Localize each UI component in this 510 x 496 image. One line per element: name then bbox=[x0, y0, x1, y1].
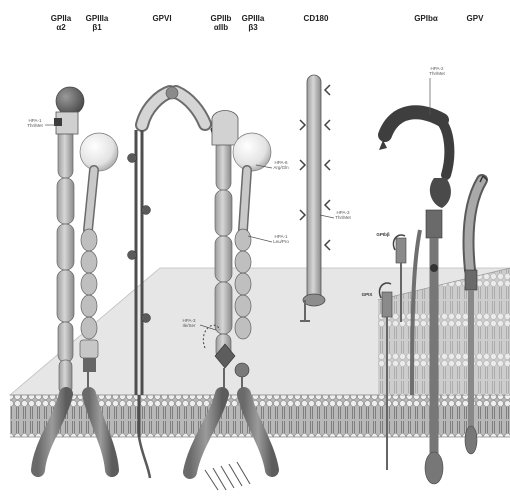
annotation-line: Arg/Gln bbox=[268, 165, 294, 170]
annotation-hpa-alpha2: HPA-1 Thr/Met bbox=[22, 118, 48, 128]
header-gpIIIa-beta1: GPIIIa β1 bbox=[80, 14, 114, 32]
header-gpIIIa2-name: GPIIIa bbox=[236, 14, 270, 23]
header-gpIba-name: GPIbα bbox=[408, 14, 444, 23]
header-gpvi: GPVI bbox=[145, 14, 179, 23]
header-gpIIa: GPIIa α2 bbox=[46, 14, 76, 32]
header-gpvi-name: GPVI bbox=[145, 14, 179, 23]
header-gpIba: GPIbα bbox=[408, 14, 444, 23]
annotation-hpa-alphaIIb: HPA-3 Ile/Ser bbox=[176, 318, 202, 328]
annotation-hpa-beta3-head: HPA-6 Arg/Gln bbox=[268, 160, 294, 170]
header-beta3: β3 bbox=[236, 23, 270, 32]
alpha2-i-domain bbox=[56, 87, 84, 115]
annotation-line: Leu/Pro bbox=[268, 239, 294, 244]
header-beta1: β1 bbox=[80, 23, 114, 32]
annotation-line: Thr/Met bbox=[424, 71, 450, 76]
annotation-hpa-beta3-stalk: HPA-1 Leu/Pro bbox=[268, 234, 294, 244]
header-gpIIIa-name: GPIIIa bbox=[80, 14, 114, 23]
header-gpIIb-name: GPIIb bbox=[206, 14, 236, 23]
annotation-line: Thr/Met bbox=[330, 215, 356, 220]
annotation-hpa-cd180: HPA-3 Thr/Met bbox=[330, 210, 356, 220]
label-gpix: GPIX bbox=[356, 292, 378, 297]
label-gpibb: GPIbβ bbox=[372, 232, 394, 237]
header-gpv-name: GPV bbox=[460, 14, 490, 23]
header-gpIIIa-beta3: GPIIIa β3 bbox=[236, 14, 270, 32]
annotation-line: Thr/Met bbox=[22, 123, 48, 128]
header-cd180-name: CD180 bbox=[298, 14, 334, 23]
header-gpIIa-name: GPIIa bbox=[46, 14, 76, 23]
header-alpha2: α2 bbox=[46, 23, 76, 32]
header-alphaIIb: αIIb bbox=[206, 23, 236, 32]
annotation-line: Ile/Ser bbox=[176, 323, 202, 328]
beta1-head bbox=[80, 133, 118, 171]
annotation-hpa-gpiba: HPA-2 Thr/Met bbox=[424, 66, 450, 76]
header-gpIIb: GPIIb αIIb bbox=[206, 14, 236, 32]
header-gpv: GPV bbox=[460, 14, 490, 23]
header-cd180: CD180 bbox=[298, 14, 334, 23]
